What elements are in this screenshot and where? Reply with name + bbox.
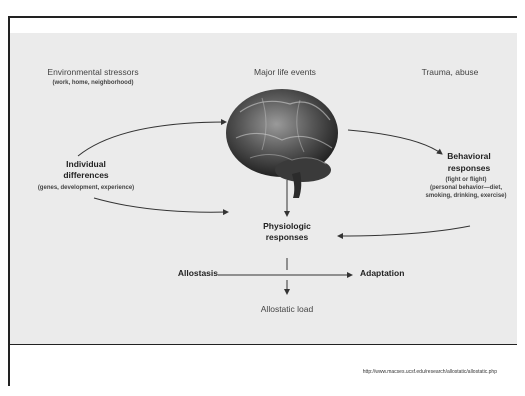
label-behavioral-line2: responses	[447, 163, 491, 173]
source-url: http://www.macses.ucsf.edu/research/allo…	[362, 369, 497, 375]
label-allostasis: Allostasis	[177, 268, 218, 278]
label-environmental-detail: (work, home, neighborhood)	[52, 80, 134, 86]
label-behavioral-detail3: smoking, drinking, exercise)	[425, 193, 507, 199]
arrow-individual-to-brain	[77, 119, 227, 157]
label-behavioral-detail1: (fight or flight)	[445, 177, 487, 183]
label-environmental-stressors: Environmental stressors	[47, 67, 139, 77]
arrow-individual-to-physiologic	[93, 197, 229, 216]
left-border	[8, 16, 10, 386]
label-physiologic-line1: Physiologic	[263, 221, 311, 231]
label-allostatic-load: Allostatic load	[260, 304, 314, 314]
label-adaptation: Adaptation	[360, 268, 405, 278]
bottom-divider	[10, 344, 517, 345]
arrow-behavioral-to-physiologic	[337, 225, 471, 239]
arrow-brain-to-behavioral	[347, 129, 443, 155]
label-physiologic-line2: responses	[265, 232, 309, 242]
label-behavioral-detail2: (personal behavior—diet,	[429, 185, 502, 191]
label-behavioral-line1: Behavioral	[447, 151, 491, 161]
label-individual-detail: (genes, development, experience)	[37, 185, 135, 191]
label-major-life-events: Major life events	[254, 67, 316, 77]
label-trauma-abuse: Trauma, abuse	[421, 67, 479, 77]
label-individual-line2: differences	[63, 170, 109, 180]
diagram-panel	[10, 33, 517, 344]
slide-frame	[8, 0, 517, 396]
label-individual-line1: Individual	[66, 159, 106, 169]
brain-icon	[226, 89, 338, 198]
top-border	[8, 16, 517, 18]
